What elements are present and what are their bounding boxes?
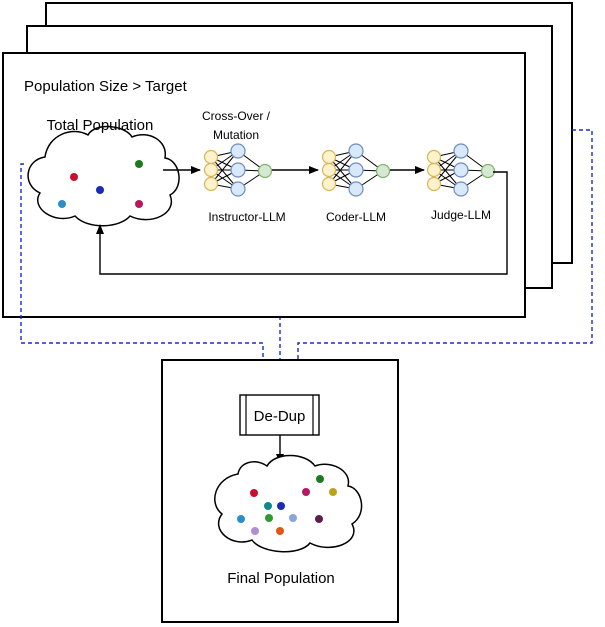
hidden-node <box>348 143 364 159</box>
final-population-dot <box>315 515 323 523</box>
final-population-cloud <box>214 454 363 553</box>
hidden-node <box>348 162 364 178</box>
dashed-arrow-front-panel <box>20 163 267 393</box>
output-node <box>480 163 496 179</box>
hidden-node <box>230 162 246 178</box>
hidden-node <box>230 143 246 159</box>
final-population-dot <box>264 502 272 510</box>
hidden-node <box>348 181 364 197</box>
hidden-node <box>230 181 246 197</box>
input-node <box>203 149 219 165</box>
final-population-dot <box>329 488 337 496</box>
input-node <box>321 176 337 192</box>
stage-label-coder: Coder-LLM <box>326 210 386 224</box>
total-population-dots <box>58 160 143 208</box>
input-node <box>321 162 337 178</box>
output-node <box>375 163 391 179</box>
judge-llm-network <box>426 143 496 197</box>
final-population-label: Final Population <box>227 570 335 587</box>
hidden-node <box>453 162 469 178</box>
dashed-arrow-back-panel <box>294 129 593 393</box>
final-population-dot <box>265 514 273 522</box>
input-node <box>426 149 442 165</box>
arrow-loop-back-to-population <box>96 171 508 275</box>
stage-label-instructor: Instructor-LLM <box>208 210 285 224</box>
condition-label: Population Size > Target <box>24 78 188 95</box>
input-node <box>426 162 442 178</box>
final-population-dot <box>302 488 310 496</box>
stage-label-judge: Judge-LLM <box>431 208 491 222</box>
input-node <box>321 149 337 165</box>
crossover-label-line2: Mutation <box>213 128 259 142</box>
population-dot <box>96 186 104 194</box>
hidden-node <box>453 143 469 159</box>
input-node <box>203 162 219 178</box>
final-population-dot <box>251 527 259 535</box>
coder-llm-network <box>321 143 391 197</box>
final-population-dot <box>289 514 297 522</box>
final-population-dots <box>237 475 337 535</box>
output-node <box>257 163 273 179</box>
final-population-dot <box>250 489 258 497</box>
total-population-label: Total Population <box>47 117 154 134</box>
llm-networks <box>203 143 496 197</box>
population-dot <box>70 173 78 181</box>
final-population-dot <box>316 475 324 483</box>
input-node <box>426 176 442 192</box>
input-node <box>203 176 219 192</box>
hidden-node <box>453 181 469 197</box>
population-dot <box>135 160 143 168</box>
crossover-label-line1: Cross-Over / <box>202 109 271 123</box>
final-population-dot <box>276 527 284 535</box>
final-population-dot <box>237 515 245 523</box>
population-dot <box>135 200 143 208</box>
instructor-llm-network <box>203 143 273 197</box>
final-population-dot <box>277 502 285 510</box>
dedup-label: De-Dup <box>254 408 306 425</box>
population-dot <box>58 200 66 208</box>
